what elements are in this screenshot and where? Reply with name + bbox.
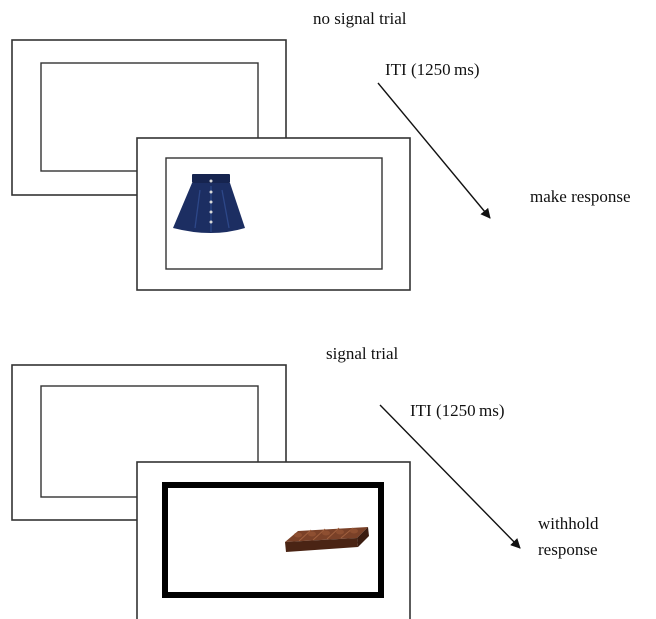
stimulus-screen-bottom [136, 461, 411, 619]
time-arrow-bottom [379, 404, 521, 549]
response-label-bottom: withhold response [538, 514, 599, 559]
response-label-top: make response [530, 187, 631, 206]
signal-trial-title: signal trial [326, 344, 399, 363]
stimulus-screen-top [136, 137, 411, 291]
skirt-image [173, 174, 245, 233]
iti-label-bottom: ITI (1250 ms) [410, 401, 505, 420]
response-line: make response [530, 187, 631, 206]
no-signal-trial-title: no signal trial [313, 9, 407, 28]
time-arrow-top [377, 82, 491, 219]
iti-label-top: ITI (1250 ms) [385, 60, 480, 79]
chocolate-bar-image [285, 527, 369, 552]
response-line: response [538, 540, 597, 559]
signal-trial-panel: signal trial [11, 344, 599, 619]
response-line: withhold [538, 514, 599, 533]
no-signal-trial-panel: no signal trial [11, 9, 631, 291]
